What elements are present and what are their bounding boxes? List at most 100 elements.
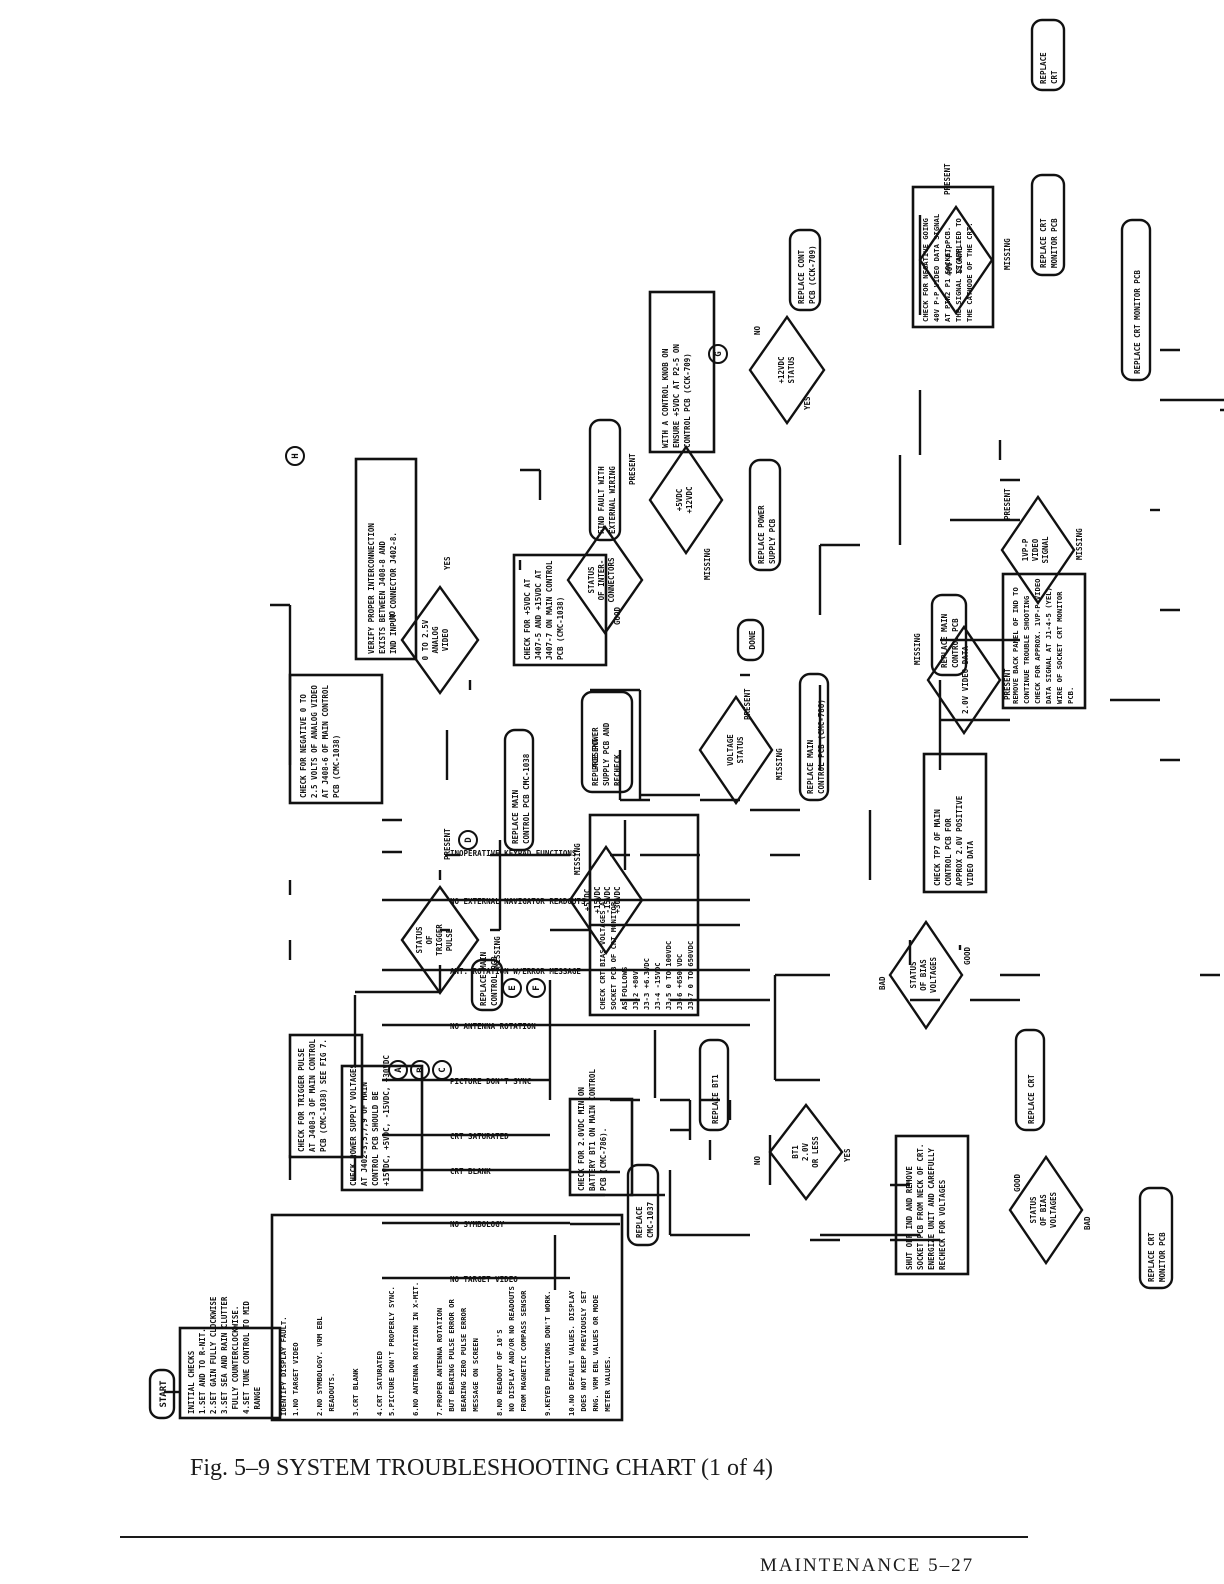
replace-cont-terminal xyxy=(788,228,822,312)
node-p40v-signal: 40V P-PSIGNAL xyxy=(945,244,964,276)
initial-checks-box xyxy=(178,1326,282,1420)
branch-label-b8: NO EXTERNAL NAVIGATOR READOUTS xyxy=(450,897,586,906)
edge-label-missing-4: MISSING xyxy=(775,748,784,780)
40v-check-box xyxy=(911,185,995,329)
edge-label-good-3: GOOD xyxy=(1013,1173,1022,1192)
edge-label-yes-1: YES xyxy=(443,556,452,570)
replace-crt-mon-terminal-3 xyxy=(1138,1186,1174,1290)
node-status-12vdc: +12VDCSTATUS xyxy=(777,356,796,384)
node-identify-fault: IDENTIFY DISPLAY FAULT.1.NO TARGET VIDEO… xyxy=(279,1282,612,1416)
video-data-diamond xyxy=(926,624,1002,736)
branch-label-b3: CRT BLANK xyxy=(450,1167,491,1176)
edge-label-missing-7: MISSING xyxy=(1003,238,1012,270)
edge-label-missing-2: MISSING xyxy=(703,548,712,580)
replace-crt-mon-terminal-2 xyxy=(1030,173,1066,277)
replace-power-terminal-1 xyxy=(748,458,782,572)
replace-main-1038-terminal xyxy=(503,728,535,852)
connector-label-b: B xyxy=(416,1067,426,1073)
edge-label-no-2: NO xyxy=(753,325,762,335)
5vdc-check-box xyxy=(512,553,608,667)
page-frame-lines xyxy=(270,215,1220,1290)
node-analog-video: 0 TO 2.5VANALOGVIDEO xyxy=(421,619,450,660)
figure-caption: Fig. 5–9 SYSTEM TROUBLESHOOTING CHART (1… xyxy=(190,1455,774,1481)
voltage-status-diamond xyxy=(698,694,774,806)
edge-label-missing-3: MISSING xyxy=(573,843,582,875)
edge-label-good-1: GOOD xyxy=(613,606,622,625)
edge-label-good-2: GOOD xyxy=(963,946,972,965)
replace-main-786-terminal xyxy=(798,672,830,802)
identify-fault-box xyxy=(270,1213,624,1422)
process-boxes xyxy=(178,185,1087,1422)
edge-label-yes-2: YES xyxy=(803,396,812,410)
12vdc-status-diamond xyxy=(748,314,826,426)
node-status-bias-2: STATUSOF BIASVOLTAGES xyxy=(1029,1191,1058,1228)
interconnect-status-diamond xyxy=(566,524,644,636)
tp7-check-box xyxy=(922,752,988,894)
connector-label-e: E xyxy=(508,985,518,990)
connector-label-f: F xyxy=(532,985,542,990)
find-fault-terminal xyxy=(588,418,622,542)
edge-label-no-3: NO xyxy=(753,1155,762,1165)
connector-d xyxy=(458,830,478,850)
interconnect-verify-box xyxy=(354,457,418,661)
replace-main-ctrl-terminal-2 xyxy=(930,593,968,677)
edge-label-present-6: PRESENT xyxy=(1003,488,1012,520)
bias-status-diamond-2 xyxy=(1008,1154,1084,1266)
node-video-data: 2.0V VIDEO DATA xyxy=(961,646,970,714)
negative-check-box xyxy=(288,673,384,805)
vpp-signal-diamond xyxy=(1000,494,1076,606)
remove-back-box xyxy=(1001,572,1087,710)
replace-bt1-terminal xyxy=(698,1038,730,1132)
replace-crt-terminal-1 xyxy=(1030,18,1066,92)
connector-g xyxy=(708,344,728,364)
branch-label-b9: INOPERATIVE KEYPAD FUNCTIONS xyxy=(450,849,577,858)
connector-label-d: D xyxy=(464,837,474,843)
trigger-status-diamond xyxy=(400,884,480,996)
control-knob-box xyxy=(648,290,716,454)
connector-h xyxy=(285,446,305,466)
connector-c xyxy=(432,1060,452,1080)
40v-signal-diamond xyxy=(918,204,994,316)
node-replace-crt-2: REPLACE CRT xyxy=(1027,1074,1036,1124)
branch-label-b2: NO SYMBOLOGY xyxy=(450,1220,505,1229)
edge-label-present-7: PRESENT xyxy=(943,163,952,195)
connector-label-g: G xyxy=(714,351,724,356)
replace-main-ctrl-terminal-1 xyxy=(470,958,504,1012)
footer-rule xyxy=(120,1536,1028,1538)
branch-label-b7: ANT. ROTATION W/ERROR MESSAGE xyxy=(450,967,581,976)
bt1-diamond xyxy=(768,1103,844,1201)
edge-label-present-2: PRESENT xyxy=(628,453,637,485)
node-status-interconnect: STATUSOF INTER-CONNECTORS xyxy=(587,557,616,603)
replace-power-recheck-terminal xyxy=(580,690,634,794)
edge-label-present-4: PRESENT xyxy=(743,688,752,720)
connector-label-a: A xyxy=(394,1067,404,1073)
node-status-trigger: STATUSOFTRIGGERPULSE xyxy=(415,924,454,956)
connector-e xyxy=(502,978,522,998)
power-check-box xyxy=(340,1064,424,1192)
edge-label-present-5: PRESENT xyxy=(1003,668,1012,700)
branch-label-b6: NO ANTENNA ROTATION xyxy=(450,1022,536,1031)
edge-label-missing-6: MISSING xyxy=(1075,528,1084,560)
done-terminal xyxy=(736,618,765,662)
trigger-check-box xyxy=(288,1033,364,1159)
bias-status-diamond xyxy=(888,919,964,1031)
page-footer: MAINTENANCE 5–27 xyxy=(760,1555,975,1576)
shut-off-box xyxy=(894,1134,970,1276)
analog-video-diamond xyxy=(400,584,480,696)
node-start: START xyxy=(159,1380,169,1408)
